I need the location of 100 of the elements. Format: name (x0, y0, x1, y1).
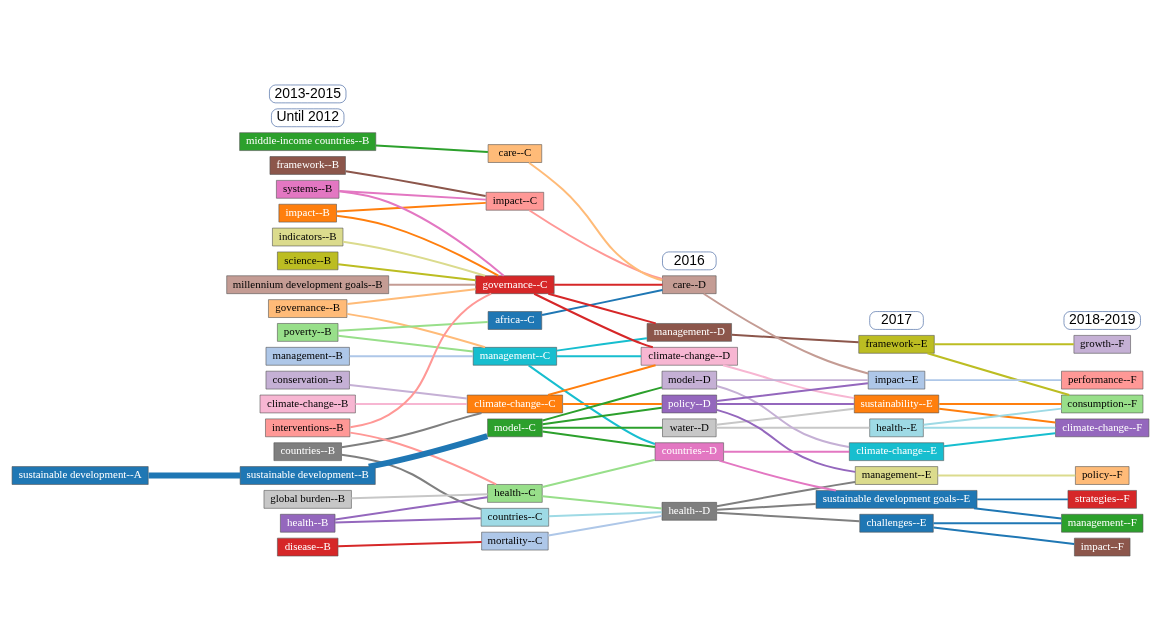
node-box: water--D (662, 418, 717, 438)
connector (349, 292, 493, 429)
connector (541, 406, 663, 426)
connector (334, 517, 482, 524)
connector (715, 379, 869, 382)
connector (335, 201, 487, 213)
connector (533, 292, 654, 349)
connector (337, 334, 474, 353)
connector (348, 355, 474, 358)
node-box: africa--C (487, 311, 543, 330)
connector (547, 514, 663, 537)
node-box: health--D (661, 502, 717, 521)
node-box: systems--B (276, 180, 340, 199)
connector (722, 364, 856, 400)
connector (715, 426, 871, 429)
node-box: framework--B (269, 156, 346, 175)
node-box: 2018-2019 (1063, 311, 1141, 330)
node-box: management--F (1061, 514, 1144, 533)
node-box: conservation--B (265, 370, 350, 390)
node-box: consumption--F (1061, 394, 1144, 414)
connector (349, 431, 498, 486)
node-box: 2016 (662, 251, 717, 271)
connector (715, 385, 850, 449)
connector (387, 283, 477, 286)
connector (702, 292, 870, 375)
node-box: Until 2012 (271, 108, 345, 127)
connector (722, 450, 851, 453)
node-box: global burden--B (263, 490, 352, 509)
node-box: 2013-2015 (269, 84, 347, 104)
connector (715, 503, 817, 511)
node-box: governance--C (475, 275, 555, 294)
node-box: health--E (869, 418, 924, 438)
connector (541, 495, 663, 510)
connector (718, 459, 837, 492)
connector (715, 407, 856, 426)
node-box: growth--F (1073, 335, 1131, 354)
connector (541, 430, 656, 449)
node-box: countries--C (480, 508, 549, 527)
node-box: policy--D (661, 394, 717, 414)
connector (547, 364, 657, 396)
node-box: sustainable development--B (239, 466, 376, 485)
connector (541, 289, 664, 317)
node-box: governance--B (268, 299, 348, 318)
connector (555, 355, 643, 358)
connector (335, 214, 500, 277)
connector (344, 170, 487, 197)
node-box: impact--F (1074, 537, 1131, 557)
connector (342, 240, 487, 277)
node-box: health--C (487, 484, 543, 503)
connector (932, 522, 1063, 525)
connector (715, 408, 857, 473)
node-box: disease--B (277, 537, 339, 557)
connector (715, 480, 857, 508)
node-box: impact--E (867, 370, 926, 390)
connector (337, 263, 477, 282)
node-box: climate-change--F (1055, 418, 1150, 438)
connector (368, 433, 489, 470)
node-box: management--B (265, 347, 350, 366)
connector (715, 382, 869, 402)
connector (340, 411, 483, 449)
connector (527, 364, 656, 445)
node-box: sustainability--E (854, 394, 940, 414)
node-box: care--D (662, 275, 717, 294)
connector (922, 426, 1057, 429)
connector (730, 333, 860, 344)
node-box: millennium development goals--B (226, 275, 389, 294)
node-box: mortality--C (481, 531, 549, 551)
node-box: countries--B (273, 442, 342, 461)
connector (976, 498, 1069, 501)
connector (337, 321, 489, 332)
node-box: management--E (855, 466, 939, 485)
connector (924, 379, 1063, 382)
node-box: model--C (487, 418, 543, 438)
node-box: interventions--B (265, 418, 351, 438)
connector (562, 403, 663, 405)
connector (334, 496, 489, 521)
connector (528, 161, 664, 282)
connector (346, 288, 477, 306)
connector (541, 426, 664, 429)
connector (926, 352, 1071, 396)
node-box: model--D (661, 370, 717, 390)
node-box: care--C (487, 144, 543, 163)
connector (354, 403, 468, 405)
connector (547, 292, 657, 325)
connector (922, 407, 1063, 426)
connector (340, 453, 482, 511)
node-box: 2017 (869, 311, 924, 330)
connector (938, 407, 1057, 424)
node-box: poverty--B (277, 323, 339, 342)
node-box: management--D (646, 323, 732, 342)
connector (933, 343, 1075, 346)
connector (936, 474, 1077, 477)
connector (715, 511, 861, 523)
node-box: impact--B (278, 203, 337, 223)
node-box: countries--D (654, 442, 724, 461)
connector (346, 312, 487, 349)
node-box: climate-change--D (640, 347, 738, 366)
node-box: climate-change--E (849, 442, 945, 461)
node-box: impact--C (485, 192, 545, 211)
connector (555, 337, 648, 352)
